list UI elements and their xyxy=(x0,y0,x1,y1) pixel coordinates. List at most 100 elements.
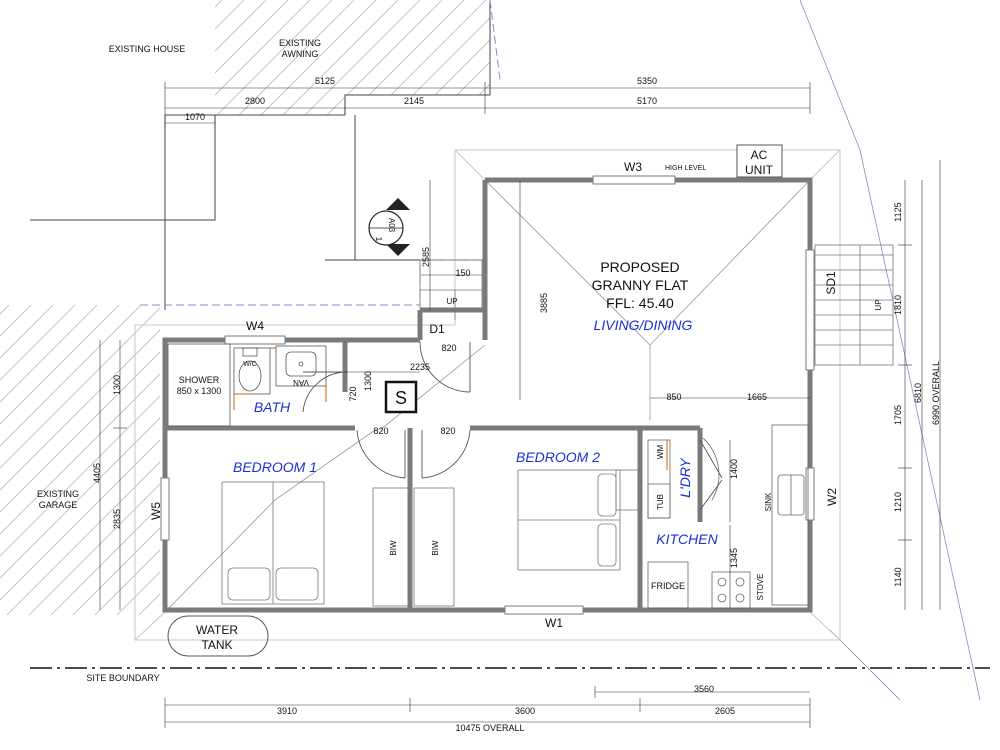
dim-1345: 1345 xyxy=(729,548,739,568)
hatch-line xyxy=(30,0,69,115)
hatch-line xyxy=(365,0,490,115)
opening-labels: W1 W2 W3 HIGH LEVEL W4 W5 D1 SD1 xyxy=(149,160,839,630)
dim-5125: 5125 xyxy=(315,76,335,86)
room-bedroom-2: BEDROOM 2 xyxy=(516,449,600,465)
section-number-label: 1 xyxy=(374,237,383,242)
hatch-line xyxy=(28,483,160,615)
hatch-line xyxy=(0,0,2,230)
hatch-line xyxy=(0,329,160,491)
dim-5170: 5170 xyxy=(637,96,657,106)
existing-garage-label-2: GARAGE xyxy=(39,500,78,510)
hatch-line xyxy=(50,505,160,615)
wm-label: WM xyxy=(656,445,665,460)
bathroom-fixtures xyxy=(167,343,327,427)
kitchen-fixtures xyxy=(647,424,809,609)
dimension-lines xyxy=(99,82,941,728)
up-label-1: UP xyxy=(446,297,457,306)
hatch-line xyxy=(30,0,47,115)
water-tank xyxy=(167,615,269,657)
sink-label: SINK xyxy=(764,492,773,511)
dim-150: 150 xyxy=(455,268,470,278)
walls xyxy=(162,177,813,613)
dim-1125: 1125 xyxy=(893,202,903,221)
bedroom-furniture xyxy=(221,469,639,607)
dim-1140: 1140 xyxy=(893,567,903,586)
title-line-1: PROPOSED xyxy=(600,259,679,275)
dim-1400: 1400 xyxy=(729,459,739,479)
wc-label: W/C xyxy=(243,361,257,368)
dim-2585: 2585 xyxy=(421,247,431,267)
fridge-label: FRIDGE xyxy=(651,581,685,591)
entry-steps xyxy=(419,259,483,320)
dim-2835: 2835 xyxy=(112,509,122,529)
hatch-line xyxy=(475,0,490,115)
hatch-line xyxy=(0,305,76,381)
hatch-line xyxy=(0,305,32,337)
room-labels: LIVING/DINING BEDROOM 1 BEDROOM 2 BATH L… xyxy=(233,317,719,547)
hatch-line xyxy=(0,373,160,535)
hatch-line xyxy=(255,0,487,115)
hatch-line xyxy=(453,0,490,115)
hatch-line xyxy=(0,305,10,315)
right-stairs xyxy=(814,244,894,366)
hatch-line xyxy=(123,0,355,115)
hatch-line xyxy=(30,0,113,115)
door-swings xyxy=(302,341,723,511)
hatch-line xyxy=(321,0,490,115)
dimension-text-left: 1300 4405 2835 xyxy=(92,375,122,529)
dim-720: 720 xyxy=(348,386,358,401)
smoke-detector-box xyxy=(384,380,418,414)
hatch-line xyxy=(0,305,120,425)
hatch-line xyxy=(189,0,421,115)
hatch-line xyxy=(409,0,490,115)
hatch-line xyxy=(0,305,98,403)
window-breaks xyxy=(160,175,815,615)
hatch-line xyxy=(387,0,490,115)
dim-4405: 4405 xyxy=(92,463,102,483)
dim-3885: 3885 xyxy=(539,293,549,313)
existing-garage-hatch xyxy=(0,305,160,615)
dim-1810: 1810 xyxy=(893,295,903,315)
hatch-line xyxy=(0,305,54,359)
dim-2605: 2605 xyxy=(715,706,735,716)
dimension-text-bottom: 3910 3600 3560 2605 10475 OVERALL xyxy=(277,684,735,733)
hatch-line xyxy=(431,0,490,115)
up-label-2: UP xyxy=(874,299,883,310)
ac-unit-label-2: UNIT xyxy=(745,163,774,177)
d1-label: D1 xyxy=(429,322,445,336)
title-line-3: FFL: 45.40 xyxy=(606,295,674,311)
w5-label: W5 xyxy=(149,502,163,520)
hatch-line xyxy=(72,527,160,615)
existing-awning-label-2: AWNING xyxy=(282,49,319,59)
existing-house-hatch xyxy=(0,0,490,230)
w3-note-label: HIGH LEVEL xyxy=(665,165,706,172)
stove-label: STOVE xyxy=(756,574,765,601)
roof-outline xyxy=(134,149,841,641)
dim-3910: 3910 xyxy=(277,706,297,716)
room-bedroom-1: BEDROOM 1 xyxy=(233,459,317,475)
existing-awning-label-1: EXISTING xyxy=(279,38,321,48)
hatch-line xyxy=(233,0,465,115)
bir2-label: BIW xyxy=(431,540,440,556)
hatch-line xyxy=(79,0,311,115)
tub-label: TUB xyxy=(656,494,665,510)
dim-1300: 1300 xyxy=(112,375,122,395)
hatch-line xyxy=(277,0,490,115)
hatch-line xyxy=(0,305,142,447)
bir1-label: BIW xyxy=(389,540,398,556)
water-tank-label-1: WATER xyxy=(196,623,238,637)
w1-label: W1 xyxy=(545,616,563,630)
dim-2145: 2145 xyxy=(404,96,424,106)
section-marker-labels: A03 1 xyxy=(374,218,396,242)
dim-850: 850 xyxy=(666,392,681,402)
hatch-line xyxy=(167,0,399,115)
room-laundry: L'DRY xyxy=(677,457,693,498)
dim-820-a: 820 xyxy=(441,343,456,353)
dimension-text-top: 5125 5350 2800 2145 5170 1070 2585 150 3… xyxy=(185,76,767,568)
dimension-text-right: 1125 1810 1705 1210 1140 6810 6990 OVERA… xyxy=(893,202,941,586)
hatch-line xyxy=(35,0,267,115)
hatch-line xyxy=(343,0,490,115)
section-sheet-label: A03 xyxy=(387,218,396,233)
van-label: VAN xyxy=(293,378,309,387)
